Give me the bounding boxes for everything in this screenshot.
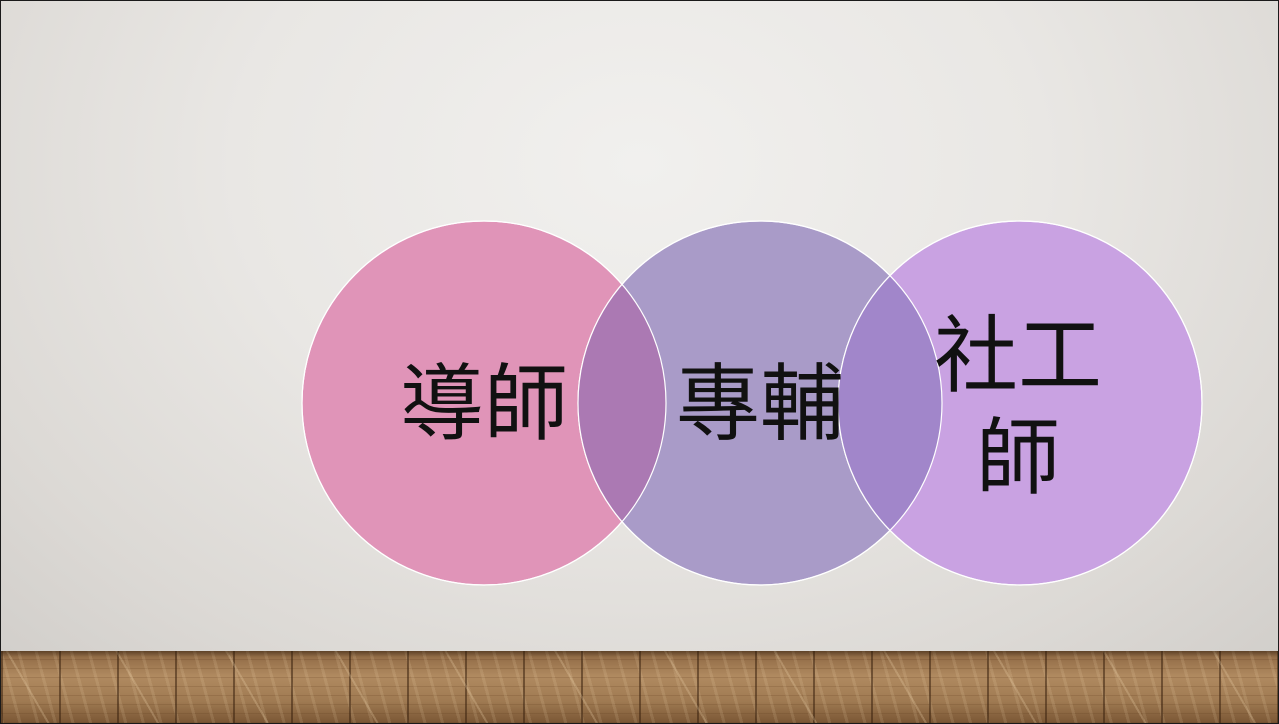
label-social-worker-line1: 社工 — [934, 307, 1102, 405]
label-social-worker-line2: 師 — [976, 409, 1060, 507]
circle-mentor-outline — [301, 220, 667, 586]
circle-social-worker-outline — [837, 220, 1203, 586]
wood-floor — [1, 651, 1278, 723]
label-counselor: 專輔 — [676, 355, 844, 453]
label-mentor: 導師 — [400, 355, 568, 453]
circle-counselor-outline — [577, 220, 943, 586]
